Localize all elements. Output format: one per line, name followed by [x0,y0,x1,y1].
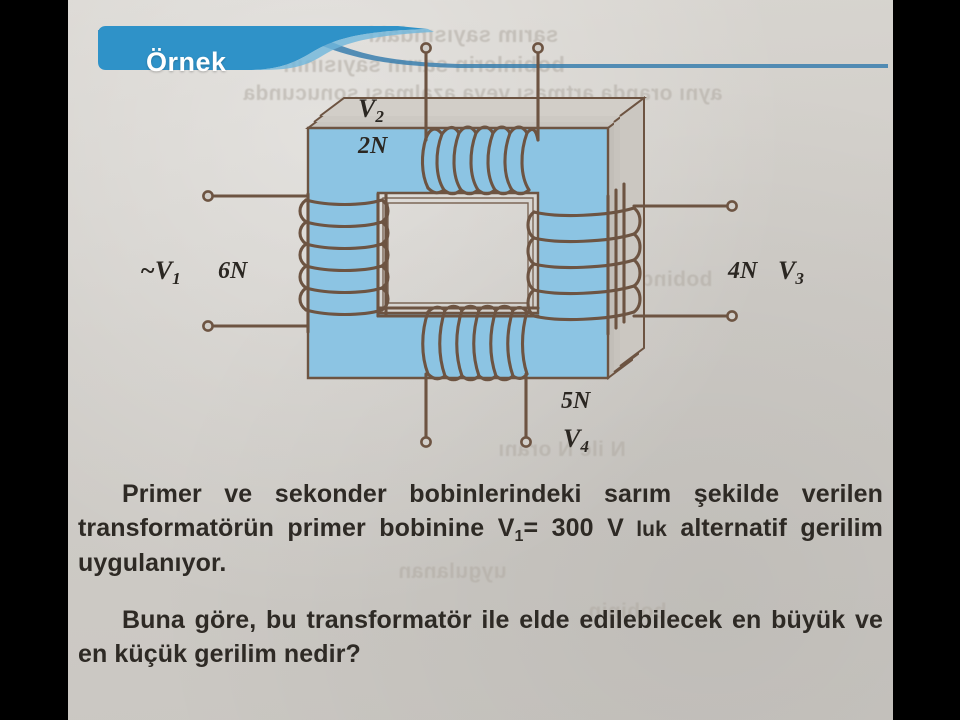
terminal-v1-top[interactable] [202,190,214,202]
core-window-edge [382,197,534,309]
label-turns-left: 6N [218,258,248,284]
winding-top-2N [420,42,544,196]
paragraph-given: Primer ve sekonder bobinlerindeki sarım … [78,478,883,580]
paragraph-given-tail: alternatif gerilim uygulanıyor. [78,513,884,577]
terminal-v2-right[interactable] [532,42,544,54]
winding-left-6N [202,190,390,334]
terminal-v3-top[interactable] [726,200,738,212]
ornek-banner: Örnek [98,18,888,77]
label-turns-top: 2N [358,133,388,159]
paragraph-given-text: Primer ve sekonder bobinlerindeki sarım … [78,480,883,542]
paragraph-given-suffix: luk [623,517,667,541]
paragraph-question-text: Buna göre, bu transformatör ile elde edi… [78,606,883,668]
banner-swoosh [248,29,434,70]
transformer-diagram [202,42,778,458]
banner-shape [98,26,888,70]
voltage-equation: V1= 300 V [497,513,624,545]
label-turns-bottom: 5N [561,388,591,414]
terminal-v2-left[interactable] [420,42,432,54]
label-v1: ~V1 [140,256,181,288]
banner-label: Örnek [146,47,227,77]
banner-tab [98,26,428,70]
textbook-page: sarım sayısındakibobinlerin sarım sayısı… [68,0,893,720]
label-v3: V3 [778,256,804,288]
terminal-v4-right[interactable] [520,436,532,448]
winding-bottom-5N [376,304,540,448]
label-v4: V4 [563,424,589,456]
winding-right-4N [526,182,738,336]
paragraph-question: Buna göre, bu transformatör ile elde edi… [78,604,883,671]
terminal-v3-bottom[interactable] [726,310,738,322]
terminal-v4-left[interactable] [420,436,432,448]
terminal-v1-bottom[interactable] [202,320,214,332]
question-text-block: Primer ve sekonder bobinlerindeki sarım … [78,478,883,677]
label-turns-right: 4N [728,258,758,284]
label-v2: V2 [358,94,384,126]
